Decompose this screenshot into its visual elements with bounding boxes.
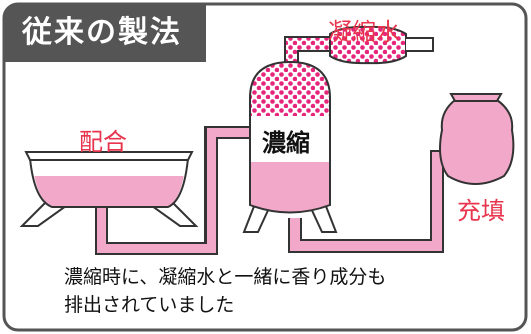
filling-jar (439, 93, 515, 185)
concentration-tank (242, 60, 338, 233)
page-title: 従来の製法 (4, 4, 206, 62)
mixing-bowl (19, 151, 199, 227)
condensed-water-label: 凝縮水 (328, 18, 400, 46)
concentration-label: 濃縮 (262, 129, 310, 157)
filling-label: 充填 (457, 197, 505, 225)
caption: 濃縮時に、凝縮水と一緒に香り成分も 排出されていました (64, 263, 504, 319)
condenser-unit (329, 25, 434, 65)
caption-line-1: 濃縮時に、凝縮水と一緒に香り成分も (64, 266, 387, 288)
mixing-label: 配合 (79, 128, 127, 156)
caption-line-2: 排出されていました (64, 294, 235, 316)
